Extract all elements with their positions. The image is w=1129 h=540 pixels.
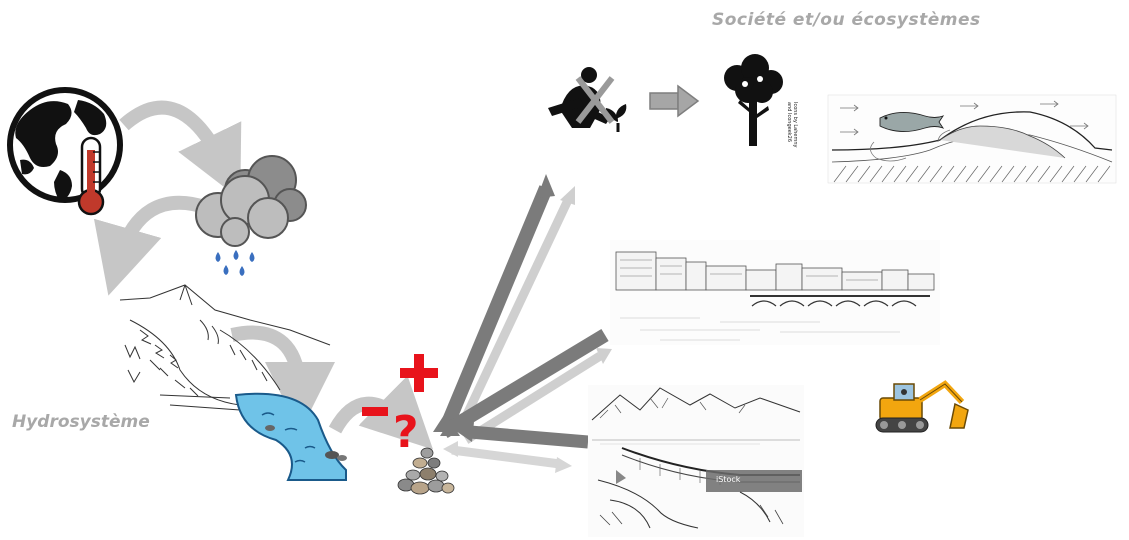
curve-arrow-cloud-to-mountain	[93, 195, 211, 296]
thermometer-icon	[77, 136, 105, 216]
tree-icon	[724, 54, 783, 146]
icon-credit-line1: Icons by Lahemny	[792, 102, 798, 148]
rain-cloud-icon	[195, 155, 307, 276]
arrow-mid-light	[463, 348, 612, 444]
impact-signs	[362, 354, 438, 416]
watermark: iStock	[716, 475, 741, 484]
arrow-low-dark	[456, 422, 589, 449]
arrow-mid-dark	[440, 329, 609, 438]
excavator-icon	[875, 380, 969, 433]
big-arrows	[433, 174, 612, 473]
arrow-up-dark	[441, 174, 555, 426]
dam-sketch	[588, 385, 804, 537]
person-planting-crossed-icon	[548, 67, 627, 132]
icon-credit: Icons by Lahemny and Icongeek26	[786, 102, 798, 147]
hydrosysteme-title: Hydrosystème	[12, 412, 150, 432]
fish-riverbed-sketch	[827, 94, 1117, 184]
globe-icon	[7, 87, 123, 203]
fish-icon	[879, 112, 945, 132]
arrow-up-light	[457, 186, 575, 427]
arrow-to-tree	[649, 84, 700, 118]
city-bridge-sketch	[610, 240, 940, 345]
hydro-cycle-arrows	[93, 100, 434, 450]
sediment-pile-icon	[397, 447, 455, 495]
arrow-low-light	[443, 441, 572, 473]
icon-credit-line2: and Icongeek26	[786, 102, 792, 143]
curve-arrow-river-to-sediment	[328, 375, 434, 450]
minus-sign	[362, 407, 388, 416]
societe-title: Société et/ou écosystèmes	[712, 10, 981, 30]
curve-arrow-globe-to-cloud	[119, 100, 242, 200]
question-mark: ?	[393, 407, 419, 458]
mountain-sketch	[119, 284, 331, 411]
curve-arrow-mountain-to-river	[230, 325, 335, 432]
river-icon	[234, 392, 347, 481]
